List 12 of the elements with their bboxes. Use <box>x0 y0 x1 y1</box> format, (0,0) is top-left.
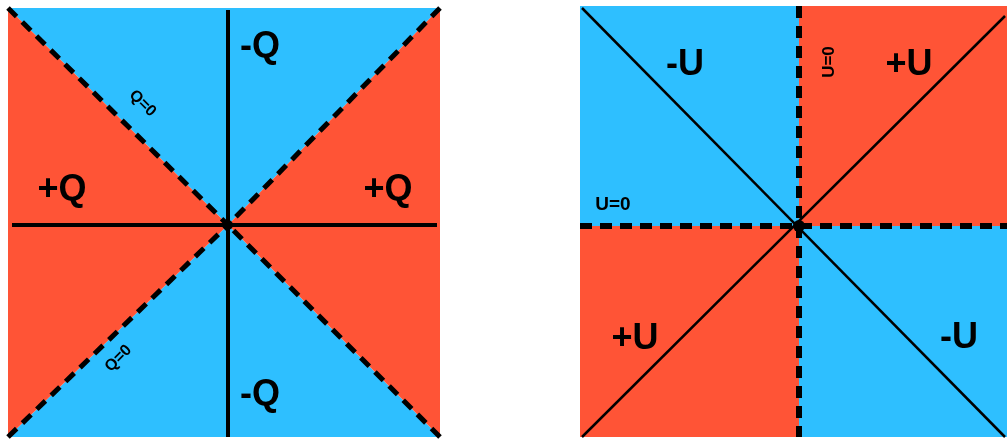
sign-label: -U <box>666 45 704 81</box>
zero-line-label: Q=0 <box>126 86 160 120</box>
zero-line-label: U=0 <box>819 46 837 78</box>
sign-label: -Q <box>240 27 280 63</box>
sign-label: -Q <box>240 375 280 411</box>
sign-label: -U <box>940 318 978 354</box>
zero-line-label: U=0 <box>595 193 631 213</box>
sign-label: +Q <box>363 170 413 206</box>
sign-label: +U <box>885 45 933 81</box>
sign-label: +Q <box>37 170 87 206</box>
sign-label: +U <box>611 319 659 355</box>
zero-line-label: Q=0 <box>101 341 135 375</box>
